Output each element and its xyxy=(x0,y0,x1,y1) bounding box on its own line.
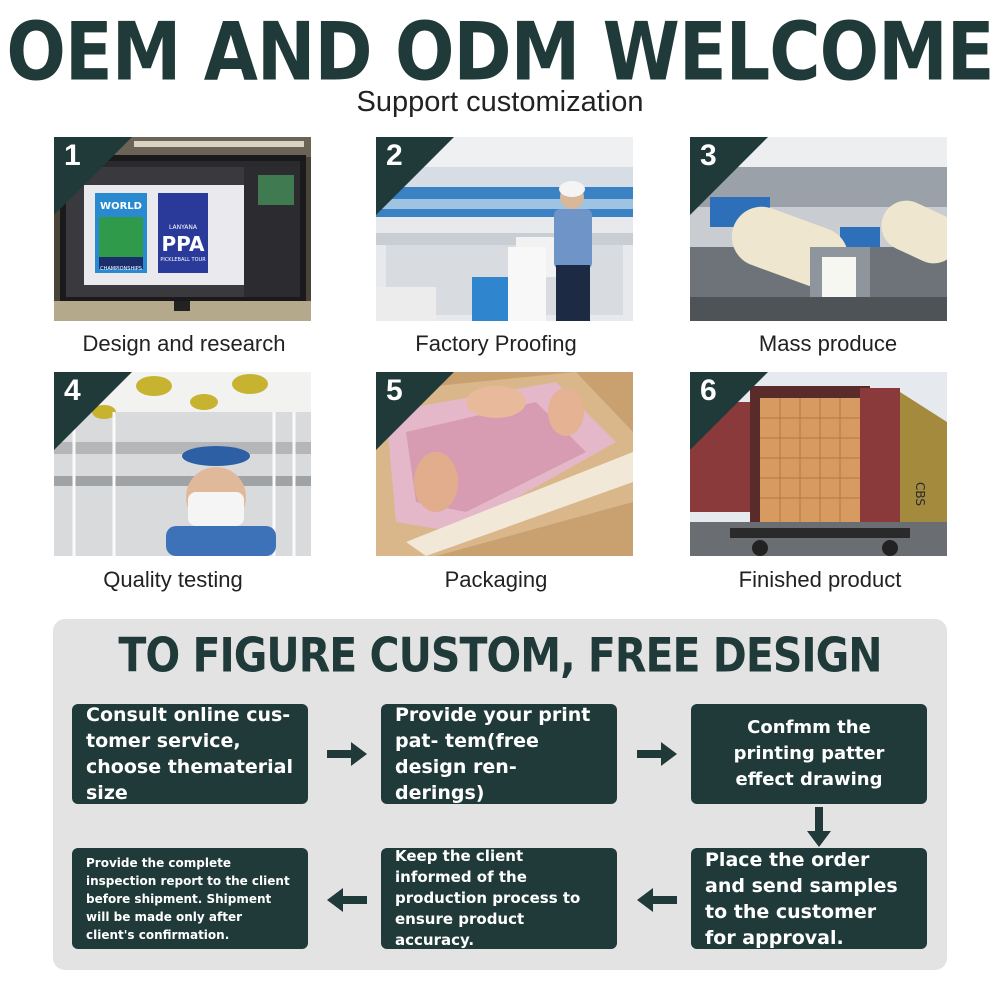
step-2-label: Factory Proofing xyxy=(415,331,577,356)
step-1-label: Design and research xyxy=(82,331,286,356)
process-step-text: Provide your print pat- tem(free design … xyxy=(395,704,591,804)
step-number: 2 xyxy=(386,139,403,172)
step-number: 4 xyxy=(64,374,81,407)
page-title: OEM AND ODM WELCOME xyxy=(6,4,994,99)
process-step-text: Confmm the printing patter effect drawin… xyxy=(733,717,885,790)
poster-championships-text: CHAMPIONSHIPS xyxy=(100,266,142,272)
arrow-right-icon xyxy=(637,742,677,766)
poster-tour-text: PICKLEBALL TOUR xyxy=(160,257,206,263)
step-number: 5 xyxy=(386,374,403,407)
step-5-label: Packaging xyxy=(444,567,548,592)
process-step-inform: Keep the client informed of the producti… xyxy=(381,847,617,949)
process-step-consult: Consult online cus- tomer service, choos… xyxy=(72,704,308,804)
step-badge xyxy=(54,137,132,215)
step-3-label: Mass produce xyxy=(758,331,898,356)
arrow-down-icon xyxy=(807,807,831,847)
process-step-text: Place the order and send samples to the … xyxy=(705,848,898,949)
step-3-card: 3 xyxy=(690,137,947,321)
poster-brand-text: LANYANA xyxy=(169,224,198,231)
process-step-provide: Provide your print pat- tem(free design … xyxy=(381,704,617,804)
page-subtitle: Support customization xyxy=(356,86,644,118)
process-step-order: Place the order and send samples to the … xyxy=(691,848,927,949)
poster-ppa-text: PPA xyxy=(162,232,205,256)
step-badge xyxy=(376,372,454,450)
step-badge xyxy=(690,137,768,215)
quality-testing-photo xyxy=(54,372,311,556)
process-step-text: Consult online cus- tomer service, choos… xyxy=(86,704,294,804)
step-6-label: Finished product xyxy=(738,567,902,592)
step-number: 3 xyxy=(700,139,717,172)
step-badge xyxy=(376,137,454,215)
step-number: 6 xyxy=(700,374,717,407)
step-1-card: WORLD CHAMPIONSHIPS LANYANA PPA PICKLEBA… xyxy=(54,137,311,321)
step-badge xyxy=(54,372,132,450)
process-step-inspection: Provide the complete inspection report t… xyxy=(72,848,308,949)
step-5-card: 5 xyxy=(376,372,633,556)
step-badge xyxy=(690,372,768,450)
step-4-card: 4 xyxy=(54,372,311,556)
arrow-right-icon xyxy=(327,742,367,766)
process-title: TO FIGURE CUSTOM, FREE DESIGN xyxy=(118,628,882,684)
process-step-text: Provide the complete inspection report t… xyxy=(86,855,290,942)
container-text: CBS xyxy=(913,482,927,506)
arrow-left-icon xyxy=(637,888,677,912)
step-4-label: Quality testing xyxy=(103,567,243,592)
step-6-card: CBS 6 xyxy=(690,372,947,556)
arrow-left-icon xyxy=(327,888,367,912)
step-number: 1 xyxy=(64,139,81,172)
process-step-confirm: Confmm the printing patter effect drawin… xyxy=(691,704,927,804)
step-2-card: 2 xyxy=(376,137,633,321)
process-step-text: Keep the client informed of the producti… xyxy=(395,847,581,949)
